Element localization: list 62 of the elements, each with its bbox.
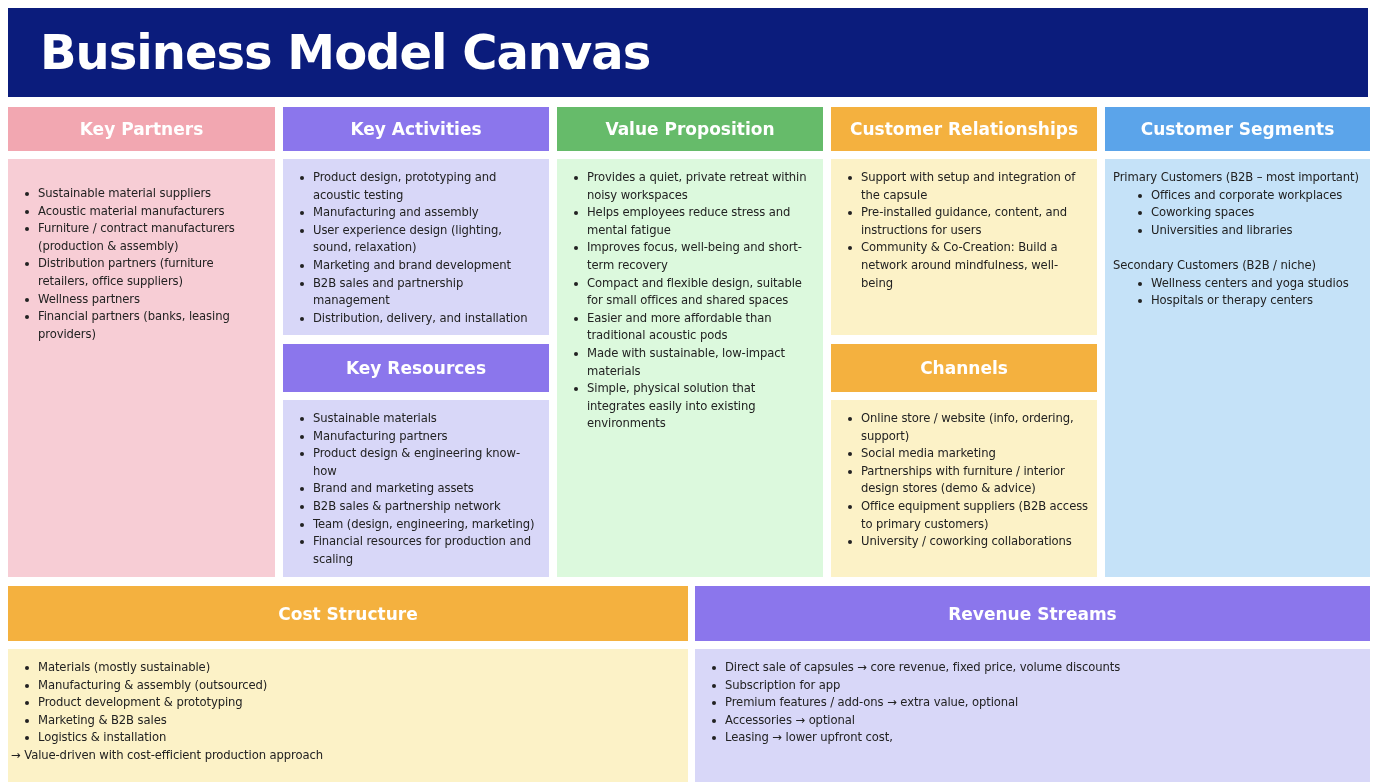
bullet-item: Compact and flexible design, suitable for small offices and shared spaces	[587, 275, 802, 308]
bullet-item: Community & Co-Creation: Build a network around mindfulness, well-being	[861, 240, 1058, 290]
section-heading: Revenue Streams	[695, 586, 1370, 641]
bullet-item: Financial partners (banks, leasing providers)	[38, 309, 230, 341]
bullet-item: Improves focus, well-being and short-term recovery	[587, 240, 802, 272]
bullet-item: Partnerships with furniture / interior design stores (demo & advice)	[861, 463, 1065, 496]
bullet-item: Pre-installed guidance, content, and instructions for users	[861, 205, 1068, 237]
section-heading: Value Proposition	[557, 107, 823, 151]
bullet-item: Logistics & installation	[38, 730, 167, 745]
bullet-item: Premium features / add-ons → extra value, optional	[725, 695, 1019, 710]
section-heading: Customer Segments	[1105, 107, 1370, 151]
bullet-item: University / coworking collaborations	[861, 534, 1072, 549]
bullet-item: Manufacturing & assembly (outsourced)	[38, 677, 268, 692]
bullet-item: Materials (mostly sustainable)	[38, 660, 211, 674]
bullet-item: Offices and corporate workplaces	[1151, 187, 1343, 202]
bullet-item: Product development & prototyping	[38, 695, 243, 710]
section-heading: Key Resources	[283, 344, 549, 392]
group-heading: Secondary Customers (B2B / niche)	[1113, 256, 1317, 274]
bullet-item: Support with setup and integration of the capsule	[861, 170, 1076, 202]
group-heading: Primary Customers (B2B – most important)	[1113, 169, 1360, 186]
section-heading: Key Activities	[283, 107, 549, 151]
bullet-item: Leasing → lower upfront cost,	[725, 730, 893, 745]
bullet-item: Distribution partners (furniture retailers, office suppliers)	[38, 256, 214, 288]
bullet-item: Direct sale of capsules → core revenue, fixed price, volume discounts	[725, 660, 1121, 674]
bullet-item: Product design, prototyping and acoustic testing	[313, 170, 497, 202]
section-heading: Customer Relationships	[831, 107, 1097, 151]
bullet-item: Office equipment suppliers (B2B access to primary customers)	[861, 498, 1089, 531]
bullet-item: Social media marketing	[861, 446, 996, 461]
bullet-item: Simple, physical solution that integrates easily into existing environments	[587, 381, 756, 431]
bullet-item: Product design & engineering know-how	[313, 446, 521, 478]
bullet-item: Wellness centers and yoga studios	[1151, 275, 1349, 290]
bullet-item: B2B sales and partnership management	[313, 275, 464, 308]
bullet-item: Marketing & B2B sales	[38, 712, 167, 727]
section-heading: Key Partners	[8, 107, 275, 151]
bullet-item: User experience design (lighting, sound, relaxation)	[313, 222, 502, 255]
bullet-item: Furniture / contract manufacturers (production & assembly)	[38, 221, 235, 253]
bullet-item: Team (design, engineering, marketing)	[313, 516, 535, 531]
bullet-item: Subscription for app	[725, 677, 841, 692]
summary-note: → Value-driven with cost-efficient production approach	[11, 746, 324, 764]
bullet-item: Distribution, delivery, and installation	[313, 310, 528, 325]
bullet-item: Universities and libraries	[1151, 222, 1293, 237]
bullet-item: Provides a quiet, private retreat within noisy workspaces	[587, 170, 807, 202]
bullet-item: Manufacturing and assembly	[313, 205, 479, 220]
bullet-item: Accessories → optional	[725, 712, 855, 727]
bullet-item: Financial resources for production and scaling	[313, 534, 531, 566]
bullet-item: Coworking spaces	[1151, 205, 1255, 220]
section-heading: Channels	[831, 344, 1097, 392]
bullet-item: Easier and more affordable than traditional acoustic pods	[587, 310, 772, 343]
section-heading: Cost Structure	[8, 586, 688, 641]
bullet-item: Sustainable material suppliers	[38, 186, 212, 200]
title-banner: Business Model Canvas	[8, 8, 1368, 97]
bullet-item: Wellness partners	[38, 291, 140, 306]
bullet-item: Online store / website (info, ordering, support)	[861, 411, 1074, 443]
bullet-item: Brand and marketing assets	[313, 481, 474, 496]
bullet-item: Marketing and brand development	[313, 257, 511, 272]
bullet-item: B2B sales & partnership network	[313, 498, 501, 513]
bullet-item: Manufacturing partners	[313, 428, 448, 443]
bullet-item: Made with sustainable, low-impact materials	[587, 345, 785, 378]
bullet-item: Hospitals or therapy centers	[1151, 293, 1313, 308]
bullet-item: Sustainable materials	[313, 411, 437, 425]
bullet-item: Helps employees reduce stress and mental fatigue	[587, 205, 791, 237]
bullet-item: Acoustic material manufacturers	[38, 203, 225, 218]
